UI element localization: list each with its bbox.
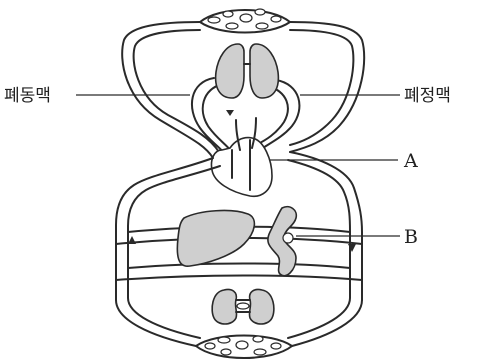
label-pulmonary-vein: 폐정맥 — [404, 86, 451, 106]
valve-B — [283, 233, 293, 243]
arrow-up-left — [128, 236, 136, 244]
heart-outline — [211, 138, 272, 197]
left-kidney — [212, 289, 236, 324]
label-a: A — [403, 150, 418, 172]
right-kidney — [249, 289, 273, 324]
liver — [177, 211, 254, 267]
right-lung — [250, 44, 278, 98]
left-lung — [216, 44, 244, 98]
capillary-bed-top — [200, 9, 290, 33]
arrow-pulmonary — [226, 110, 234, 116]
label-b: B — [404, 226, 418, 248]
heart — [211, 118, 272, 196]
capillary-bed-bottom — [196, 336, 292, 359]
label-pulmonary-artery: 폐동맥 — [4, 86, 51, 106]
lungs — [216, 44, 279, 98]
kidneys — [212, 289, 274, 324]
